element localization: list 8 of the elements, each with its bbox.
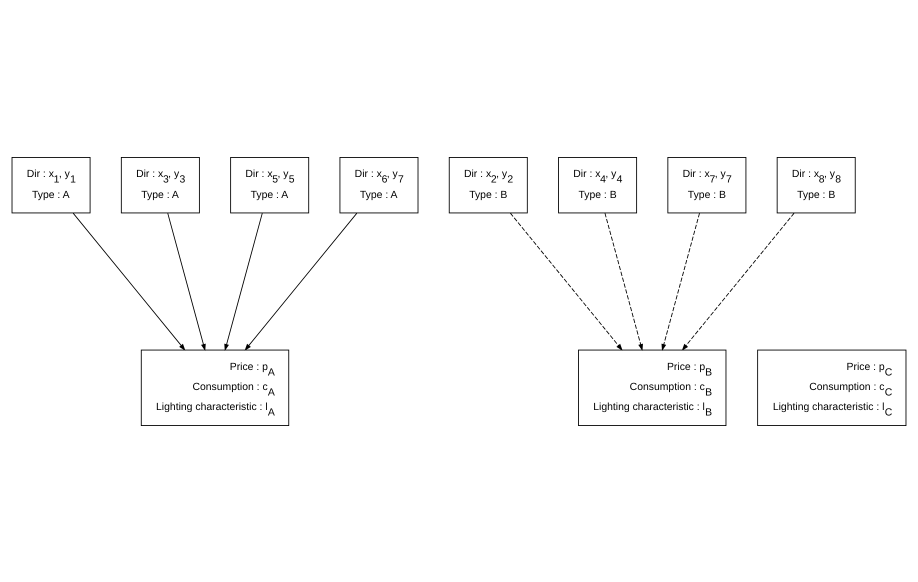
- arrow: [604, 212, 643, 350]
- arrow: [662, 212, 700, 350]
- arrow: [244, 212, 358, 350]
- arrow: [72, 212, 186, 350]
- arrow: [167, 212, 206, 350]
- arrow: [682, 212, 795, 350]
- arrow: [510, 212, 623, 350]
- arrow: [224, 212, 263, 350]
